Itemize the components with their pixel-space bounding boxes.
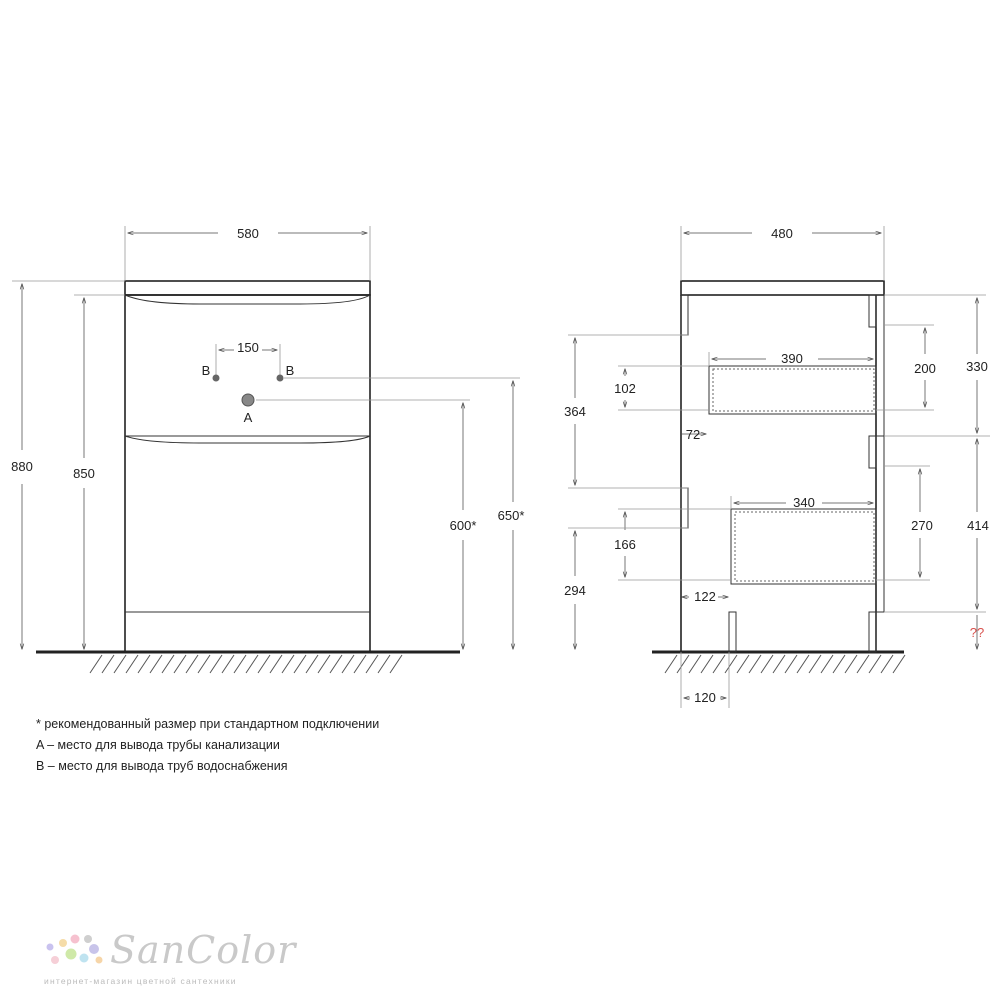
floor-hatch-stroke	[880, 654, 894, 674]
floor-hatch-stroke	[113, 654, 127, 674]
logo-name: SanColor	[110, 928, 297, 972]
lower-front-height-label: 414	[967, 518, 989, 533]
side-depth-label: 480	[771, 226, 793, 241]
side-countertop	[680, 280, 885, 296]
front-width-label: 580	[237, 226, 259, 241]
floor-hatch-stroke	[748, 654, 762, 674]
lower-cutout-label: 294	[564, 583, 586, 598]
floor-hatch-stroke	[676, 654, 690, 674]
note-drain: A – место для вывода трубы канализации	[36, 738, 280, 752]
tap-height-label: 650*	[498, 508, 525, 523]
side-upper-drawer-box	[708, 365, 877, 415]
side-floor-hatch	[664, 654, 906, 674]
front-floor-hatch	[89, 654, 403, 674]
floor-hatch-stroke	[688, 654, 702, 674]
lower-drawer-inner-height-label: 270	[911, 518, 933, 533]
front-view: 580 150 B B A 880 850 600* 650*	[11, 226, 525, 674]
floor-hatch-stroke	[257, 654, 271, 674]
floor-hatch-stroke	[185, 654, 199, 674]
floor-hatch-stroke	[161, 654, 175, 674]
upper-offset-label: 72	[686, 427, 700, 442]
floor-hatch-stroke	[844, 654, 858, 674]
floor-hatch-stroke	[173, 654, 187, 674]
floor-hatch-stroke	[281, 654, 295, 674]
floor-hatch-stroke	[832, 654, 846, 674]
logo-tagline: интернет-магазин цветной сантехники	[44, 976, 237, 986]
floor-hatch-stroke	[772, 654, 786, 674]
floor-hatch-stroke	[137, 654, 151, 674]
side-view: 480 390 200 330 364 102 72	[564, 226, 990, 708]
floor-hatch-stroke	[712, 654, 726, 674]
side-plinth-leg	[728, 611, 737, 653]
floor-hatch-stroke	[808, 654, 822, 674]
floor-hatch-stroke	[760, 654, 774, 674]
notes: * рекомендованный размер при стандартном…	[36, 714, 379, 777]
floor-hatch-stroke	[125, 654, 139, 674]
floor-hatch-stroke	[784, 654, 798, 674]
front-countertop	[124, 280, 371, 296]
upper-drawer-inner-height-label: 200	[914, 361, 936, 376]
sancolor-logo: SanColor интернет-магазин цветной сантех…	[44, 928, 297, 994]
logo-dots-icon	[46, 934, 103, 964]
floor-hatch-stroke	[724, 654, 738, 674]
note-recommended: * рекомендованный размер при стандартном…	[36, 717, 380, 731]
floor-hatch-stroke	[377, 654, 391, 674]
lower-drawer-width-label: 340	[793, 495, 815, 510]
floor-hatch-stroke	[329, 654, 343, 674]
floor-hatch-stroke	[365, 654, 379, 674]
floor-hatch-stroke	[101, 654, 115, 674]
floor-hatch-stroke	[197, 654, 211, 674]
plinth-depth-label: 120	[694, 690, 716, 705]
floor-hatch-stroke	[269, 654, 283, 674]
front-cabinet-body	[124, 294, 371, 653]
floor-hatch-stroke	[796, 654, 810, 674]
floor-hatch-stroke	[820, 654, 834, 674]
drain-height-label: 600*	[450, 518, 477, 533]
lower-drawer-height-label: 166	[614, 537, 636, 552]
floor-hatch-stroke	[293, 654, 307, 674]
floor-hatch-stroke	[700, 654, 714, 674]
lower-offset-label: 122	[694, 589, 716, 604]
floor-hatch-stroke	[353, 654, 367, 674]
upper-drawer-width-label: 390	[781, 351, 803, 366]
floor-hatch-stroke	[868, 654, 882, 674]
front-body-height-label: 850	[73, 466, 95, 481]
floor-hatch-stroke	[221, 654, 235, 674]
tap-right-marker	[276, 374, 284, 382]
floor-hatch-stroke	[317, 654, 331, 674]
tap-left-marker	[212, 374, 220, 382]
side-lower-drawer-front	[868, 435, 877, 469]
floor-hatch-stroke	[856, 654, 870, 674]
side-upper-drawer-front	[868, 294, 877, 328]
floor-hatch-stroke	[664, 654, 678, 674]
tap-right-label: B	[286, 363, 295, 378]
floor-hatch-stroke	[89, 654, 103, 674]
tap-spacing-label: 150	[237, 340, 259, 355]
drain-label: A	[244, 410, 253, 425]
upper-drawer-height-label: 102	[614, 381, 636, 396]
front-lower-drawer-handle	[124, 435, 371, 444]
note-water: B – место для вывода труб водоснабжения	[36, 759, 288, 773]
upper-cutout-label: 364	[564, 404, 586, 419]
floor-hatch-stroke	[233, 654, 247, 674]
side-lower-drawer-box	[730, 508, 877, 585]
drain-marker	[241, 393, 255, 407]
floor-hatch-stroke	[892, 654, 906, 674]
front-upper-drawer-handle	[124, 294, 371, 305]
floor-hatch-stroke	[245, 654, 259, 674]
floor-hatch-stroke	[736, 654, 750, 674]
tap-left-label: B	[202, 363, 211, 378]
floor-hatch-stroke	[209, 654, 223, 674]
floor-hatch-stroke	[305, 654, 319, 674]
floor-hatch-stroke	[389, 654, 403, 674]
side-plinth-front	[868, 611, 877, 653]
upper-front-height-label: 330	[966, 359, 988, 374]
side-upper-back-cutout	[680, 294, 689, 336]
side-lower-back-cutout	[680, 487, 689, 529]
front-total-height-label: 880	[11, 459, 33, 474]
plinth-height-label: ??	[970, 625, 984, 640]
floor-hatch-stroke	[341, 654, 355, 674]
floor-hatch-stroke	[149, 654, 163, 674]
